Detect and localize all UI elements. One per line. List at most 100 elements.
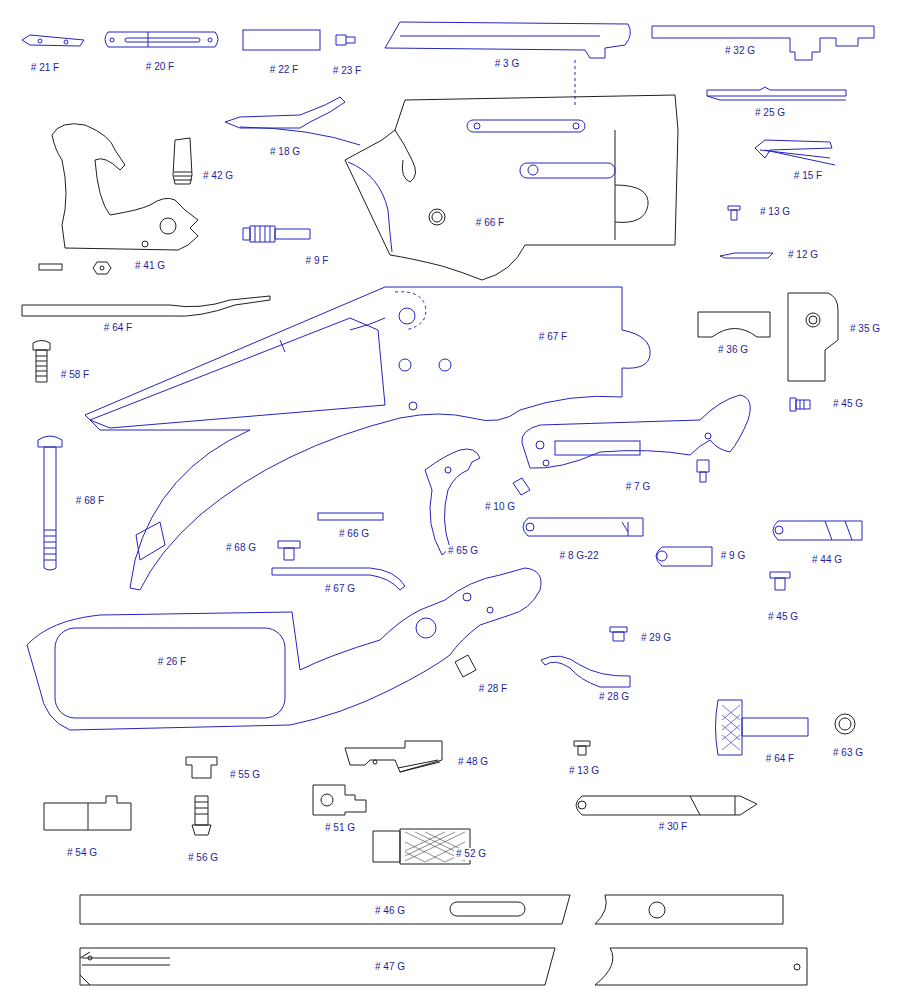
part-drawing — [80, 895, 570, 924]
part-drawing — [595, 895, 783, 924]
part-drawing — [835, 714, 855, 734]
part-drawing — [345, 741, 442, 772]
part-drawing — [487, 607, 493, 613]
callout-number: # 51 G — [323, 822, 357, 834]
part-drawing — [33, 341, 50, 383]
part-drawing — [463, 593, 471, 601]
part-drawing — [186, 757, 217, 778]
part-drawing — [345, 95, 678, 280]
part-drawing — [136, 522, 165, 560]
callout-number: # 68 F — [74, 495, 106, 507]
part-drawing — [657, 551, 667, 561]
callout-number: # 46 G — [373, 905, 407, 917]
part-drawing — [523, 518, 643, 536]
callout-number: # 28 G — [597, 691, 631, 703]
part-drawing — [541, 656, 630, 687]
callout-number: # 67 F — [537, 331, 569, 343]
callout-number: # 44 G — [810, 554, 844, 566]
part-drawing — [773, 521, 862, 540]
part-drawing — [44, 796, 131, 830]
callout-number: # 8 G-22 — [558, 550, 601, 562]
part-drawing — [22, 35, 84, 46]
part-drawing — [806, 313, 820, 327]
part-drawing — [728, 206, 740, 220]
callout-number: # 9 G — [719, 550, 747, 562]
part-drawing — [318, 513, 383, 520]
part-drawing — [22, 296, 270, 316]
callout-number: # 32 G — [723, 45, 757, 57]
callout-number: # 12 G — [786, 249, 820, 261]
part-drawing — [520, 163, 615, 178]
part-drawing — [280, 318, 385, 352]
part-drawing — [313, 785, 366, 815]
part-drawing — [839, 718, 851, 730]
callout-number: # 54 G — [65, 847, 99, 859]
part-drawing — [125, 38, 200, 42]
callout-number: # 7 G — [624, 481, 652, 493]
part-drawing — [720, 253, 773, 258]
part-drawing — [336, 35, 355, 45]
part-drawing — [64, 40, 68, 44]
callout-number: # 3 G — [493, 58, 521, 70]
callout-number: # 9 F — [304, 255, 331, 267]
part-drawing — [716, 700, 809, 755]
part-drawing — [110, 38, 114, 42]
callout-number: # 67 G — [323, 583, 357, 595]
callout-number: # 42 G — [201, 170, 235, 182]
callout-number: # 28 F — [477, 683, 509, 695]
callout-number: # 64 F — [764, 753, 796, 765]
part-drawing — [543, 460, 549, 466]
part-drawing — [409, 402, 417, 410]
callout-number: # 63 G — [831, 747, 865, 759]
part-drawing — [775, 526, 783, 534]
part-drawing — [697, 460, 709, 482]
part-drawing — [722, 705, 740, 750]
part-drawing — [399, 359, 411, 371]
part-drawing — [432, 212, 442, 222]
callout-number: # 10 G — [483, 501, 517, 513]
part-drawing — [278, 541, 300, 560]
callout-number: # 64 F — [102, 322, 134, 334]
part-drawing — [208, 38, 212, 42]
part-drawing — [85, 287, 650, 590]
part-drawing — [467, 120, 585, 132]
part-drawing — [400, 36, 600, 37]
part-drawing — [173, 138, 192, 184]
part-drawing — [656, 547, 712, 566]
part-drawing — [225, 97, 360, 145]
part-drawing — [348, 162, 392, 252]
part-drawing — [755, 140, 835, 165]
callout-number: # 13 G — [567, 765, 601, 777]
callout-number: # 35 G — [848, 323, 882, 335]
part-drawing — [474, 123, 480, 129]
part-drawing — [790, 398, 810, 411]
part-drawing — [522, 395, 750, 468]
part-drawing — [38, 436, 62, 570]
part-drawing — [100, 266, 104, 270]
part-drawing — [698, 312, 770, 337]
callout-number: # 45 G — [766, 611, 800, 623]
part-drawing — [425, 449, 480, 555]
callout-number: # 26 F — [156, 656, 188, 668]
callout-number: # 55 G — [228, 769, 262, 781]
part-drawing — [445, 467, 451, 473]
part-drawing — [27, 568, 541, 730]
part-drawing — [595, 948, 807, 985]
callout-number: # 41 G — [133, 260, 167, 272]
callout-number: # 29 G — [639, 632, 673, 644]
part-drawing — [574, 741, 590, 755]
part-drawing — [615, 130, 648, 240]
part-drawing — [385, 22, 630, 58]
callout-number: # 13 G — [758, 206, 792, 218]
part-drawing — [93, 262, 111, 274]
part-drawing — [395, 292, 426, 330]
part-drawing — [321, 794, 333, 806]
part-drawing — [399, 308, 415, 324]
part-drawing — [578, 801, 586, 809]
callout-number: # 66 G — [337, 528, 371, 540]
part-drawing — [513, 478, 530, 495]
part-drawing — [788, 293, 838, 381]
part-drawing — [455, 655, 476, 677]
